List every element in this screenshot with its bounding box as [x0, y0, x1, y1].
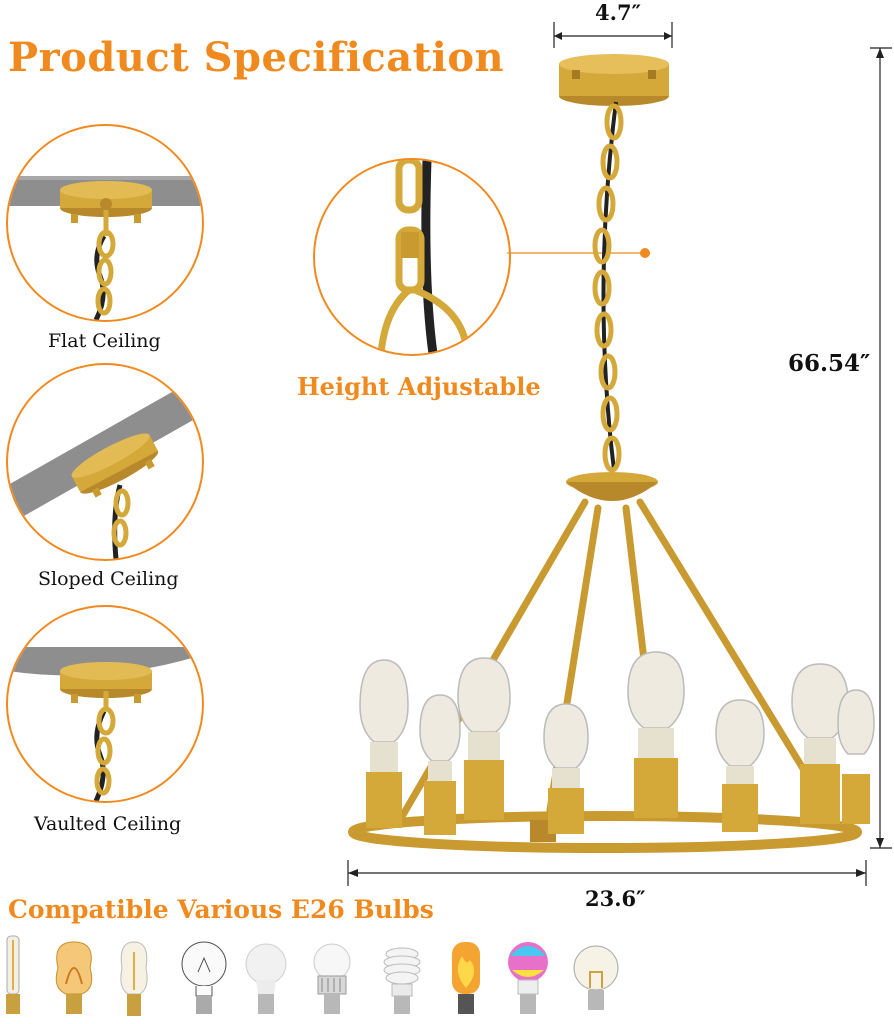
sloped-ceiling-canopy-icon — [8, 375, 202, 559]
page-title: Product Specification — [8, 34, 505, 81]
vaulted-ceiling-canopy-icon — [8, 647, 202, 801]
a19-clear-bulb-icon — [181, 941, 227, 1014]
sloped-ceiling-caption: Sloped Ceiling — [38, 568, 179, 590]
cfl-spiral-bulb-icon — [383, 947, 421, 1014]
st58-edison-bulb-icon — [120, 941, 148, 1016]
flame-bulb-icon — [452, 942, 480, 1014]
flat-ceiling-image — [6, 124, 204, 322]
diameter-dimension-line — [347, 860, 867, 886]
diameter-label: 23.6″ — [585, 886, 646, 911]
height-dimension-line — [870, 47, 892, 849]
bulb-socket — [359, 659, 409, 828]
canopy-width-dimension-line — [553, 22, 673, 48]
flat-ceiling-canopy-icon — [8, 176, 202, 320]
canopy-width-label: 4.7″ — [595, 0, 641, 25]
tubular-led-bulb-icon — [6, 935, 20, 1014]
vaulted-ceiling-caption: Vaulted Ceiling — [34, 813, 182, 835]
height-adjustable-label: Height Adjustable — [297, 372, 541, 401]
a19-frosted-bulb-icon — [245, 943, 287, 1014]
flat-ceiling-caption: Flat Ceiling — [48, 330, 161, 352]
g25-globe-bulb-icon — [573, 945, 619, 1010]
st64-vintage-bulb-icon — [55, 941, 93, 1014]
led-a19-bulb-icon — [313, 943, 351, 1014]
rgb-smart-bulb-icon — [508, 942, 548, 1014]
bulbs-heading: Compatible Various E26 Bulbs — [8, 895, 434, 924]
vaulted-ceiling-image — [6, 605, 204, 803]
bulb-lineup — [6, 935, 619, 1016]
height-adjustable-image — [313, 158, 511, 356]
sloped-ceiling-image — [6, 363, 204, 561]
height-label: 66.54″ — [788, 350, 871, 377]
callout-line — [507, 248, 650, 258]
chandelier-image — [348, 54, 875, 853]
